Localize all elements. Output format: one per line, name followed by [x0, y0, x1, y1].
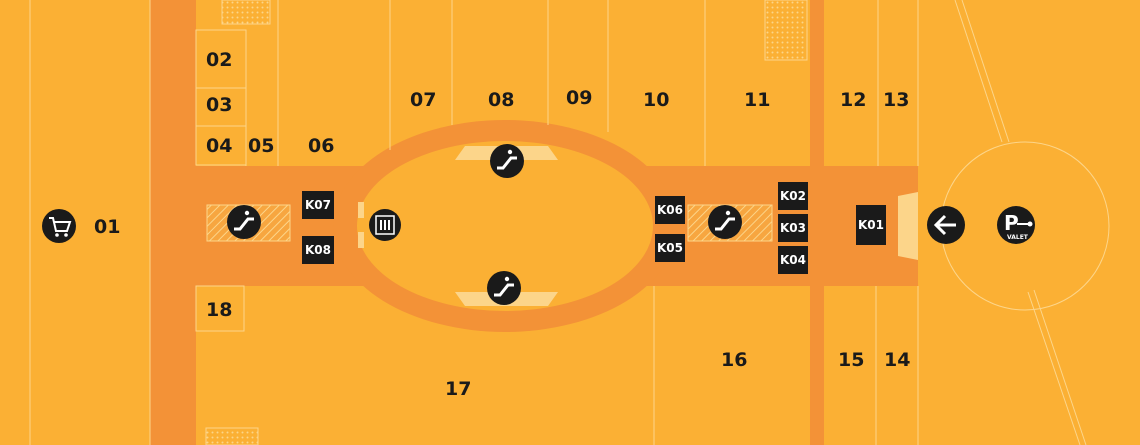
- unit-label-16[interactable]: 16: [721, 349, 747, 371]
- kiosk-k07[interactable]: K07: [302, 191, 334, 219]
- unit-partitions: [29, 0, 919, 445]
- kiosk-label: K06: [657, 203, 683, 217]
- unit-label-04[interactable]: 04: [206, 135, 232, 157]
- kiosk-k04[interactable]: K04: [778, 246, 808, 274]
- stair-block: [764, 0, 808, 61]
- escalator-icon[interactable]: [708, 205, 742, 239]
- atrium-void: [357, 141, 653, 311]
- unit-label-17[interactable]: 17: [445, 378, 471, 400]
- kiosk-label: K04: [780, 253, 806, 267]
- valet-letter: P: [1004, 211, 1019, 235]
- kiosk-box: [655, 196, 685, 224]
- unit-label-15[interactable]: 15: [838, 349, 864, 371]
- unit-label-03[interactable]: 03: [206, 94, 232, 116]
- elevator-icon[interactable]: [358, 202, 401, 248]
- kiosk-box: [778, 182, 808, 210]
- kiosk-box: [302, 236, 334, 264]
- unit-label-09[interactable]: 09: [566, 87, 592, 109]
- kiosk-box: [655, 234, 685, 262]
- plaza-line-bottom: [1027, 291, 1081, 445]
- plaza-line-top: [954, 0, 1003, 143]
- escalator-icon[interactable]: [487, 271, 521, 305]
- kiosk-box: [302, 191, 334, 219]
- kiosk-label: K03: [780, 221, 806, 235]
- kiosk-k01[interactable]: K01: [856, 205, 886, 245]
- unit-label-18[interactable]: 18: [206, 299, 232, 321]
- valet-parking-icon[interactable]: P VALET: [997, 206, 1035, 244]
- unit-label-11[interactable]: 11: [744, 89, 770, 111]
- arrow-left-icon[interactable]: [927, 206, 965, 244]
- kiosk-label: K01: [858, 218, 884, 232]
- unit-label-08[interactable]: 08: [488, 89, 514, 111]
- kiosk-k02[interactable]: K02: [778, 182, 808, 210]
- unit-label-10[interactable]: 10: [643, 89, 669, 111]
- kiosk-label: K08: [305, 243, 331, 257]
- kiosk-k05[interactable]: K05: [655, 234, 685, 262]
- unit-label-14[interactable]: 14: [884, 349, 910, 371]
- unit-label-12[interactable]: 12: [840, 89, 866, 111]
- kiosk-label: K02: [780, 189, 806, 203]
- kiosk-box: [778, 246, 808, 274]
- kiosk-k06[interactable]: K06: [655, 196, 685, 224]
- kiosk-label: K07: [305, 198, 331, 212]
- kiosk-box: [856, 205, 886, 245]
- kiosk-label: K05: [657, 241, 683, 255]
- escalator-icon[interactable]: [490, 144, 524, 178]
- unit-label-06[interactable]: 06: [308, 135, 334, 157]
- valet-sub: VALET: [1007, 234, 1029, 241]
- unit-label-02[interactable]: 02: [206, 49, 232, 71]
- unit-label-07[interactable]: 07: [410, 89, 436, 111]
- unit-label-01[interactable]: 01: [94, 216, 120, 238]
- unit-labels: 01 02 03 04 05 06 07 08 09 10 11 12 13 14 15 16 17 18: [94, 49, 910, 400]
- entrance-gate: [898, 192, 918, 260]
- shopping-cart-icon[interactable]: [42, 209, 76, 243]
- kiosk-k08[interactable]: K08: [302, 236, 334, 264]
- kiosk-box: [778, 214, 808, 242]
- unit-label-13[interactable]: 13: [883, 89, 909, 111]
- unit-label-05[interactable]: 05: [248, 135, 274, 157]
- escalator-icon[interactable]: [227, 205, 261, 239]
- kiosk-k03[interactable]: K03: [778, 214, 808, 242]
